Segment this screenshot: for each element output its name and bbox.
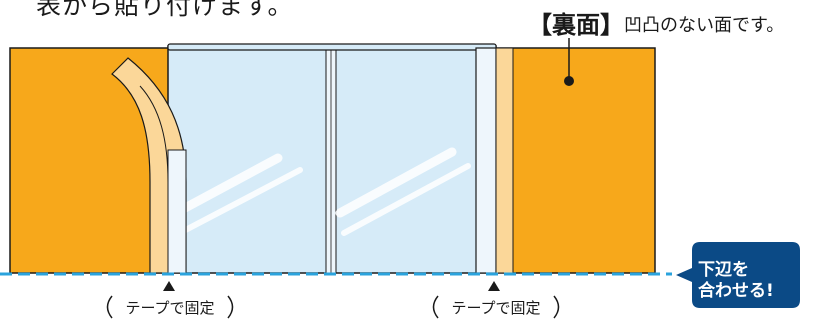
triangle-up-marker-right [488,281,500,291]
right-cover-panel [494,47,656,274]
right-tape-overlap [495,47,514,274]
top-instruction-text: 表から貼り付けます。 [36,0,294,20]
sleeve-left-panel [167,45,329,274]
tape-label-bracket-right [432,295,560,319]
tape-label-right: テープで固定 [451,299,541,317]
sleeve-right-panel [333,45,497,274]
callout-line-1: 下辺を [698,260,749,280]
right-tape-strip [475,47,497,274]
sleeve-top-edge [167,43,497,51]
back-side-description: 凹凸のない面です。 [624,15,785,36]
pin-dot [564,76,574,86]
callout-line-2: 合わせる! [698,281,774,301]
glare-stripes [167,147,471,238]
tape-label-bracket-left [106,295,234,319]
tape-label-left: テープで固定 [125,299,215,317]
callout-bubble [676,242,800,308]
callout-text: 下辺を 合わせる! [698,260,800,302]
triangle-up-marker-left [163,281,175,291]
back-side-title: 【裏面】 [528,11,624,39]
